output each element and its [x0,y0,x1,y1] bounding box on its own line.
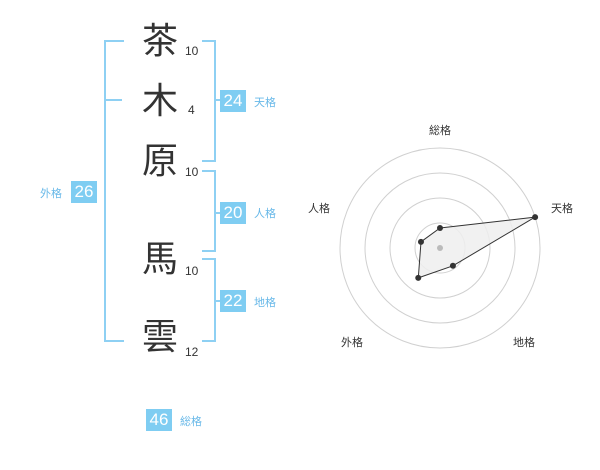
soukaku-badge: 46 [146,409,172,431]
tenkaku-bracket [202,40,216,162]
radar-point-5 [417,238,424,245]
radar-point-4 [415,274,422,281]
radar-label-tenkaku: 天格 [551,201,573,215]
stroke-count-4: 10 [185,264,199,278]
radar-chart: 総格 天格 地格 外格 人格 [308,123,573,349]
chikaku-badge: 22 [220,290,246,312]
jinkaku-bracket-tick [214,212,222,214]
name-char-1: 茶 [141,21,178,62]
name-char-2: 木 [141,81,178,122]
radar-ring-2 [389,197,491,299]
chikaku-label: 地格 [254,296,276,309]
gaikaku-label: 外格 [40,187,62,200]
jinkaku-label: 人格 [254,207,276,220]
radar-label-soukaku: 総格 [429,123,451,137]
stroke-count-1: 10 [185,44,199,58]
jinkaku-badge: 20 [220,202,246,224]
gaikaku-bracket [104,40,124,342]
tenkaku-bracket-tick [214,99,222,101]
radar-center [437,245,443,251]
gaikaku-bracket-tick [104,99,122,101]
name-char-3: 原 [141,141,178,182]
radar-area [417,216,536,279]
stroke-count-5: 12 [185,345,199,359]
gaikaku-badge: 26 [71,181,97,203]
radar-label-jinkaku: 人格 [308,201,330,215]
radar-ring-3 [364,172,516,324]
jinkaku-bracket [202,170,216,252]
radar-points [415,214,539,281]
stroke-count-3: 10 [185,165,199,179]
radar-label-gaikaku: 外格 [341,335,363,349]
radar-ring-4 [339,147,541,349]
tenkaku-label: 天格 [254,96,276,109]
radar-point-2 [532,214,539,221]
radar-label-chikaku: 地格 [513,335,535,349]
chikaku-bracket-tick [214,300,222,302]
radar-point-3 [449,262,456,269]
name-char-4: 馬 [141,239,178,280]
radar-point-1 [437,225,443,231]
stroke-count-2: 4 [188,103,195,117]
name-char-5: 雲 [141,317,178,358]
tenkaku-badge: 24 [220,90,246,112]
soukaku-label: 総格 [180,415,202,428]
